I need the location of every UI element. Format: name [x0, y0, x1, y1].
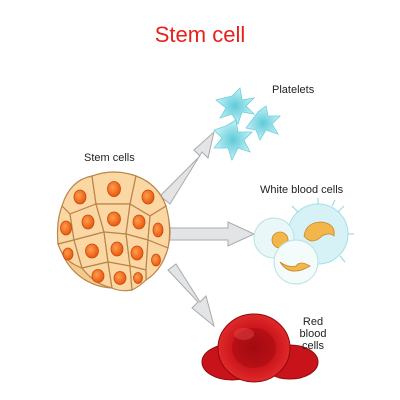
- arrow-to-red-blood-cells: [167, 263, 215, 328]
- red-blood-cells-label-line1: Red: [302, 316, 324, 328]
- arrow-to-white-blood-cells: [165, 221, 256, 247]
- red-blood-cells-label-line3: cells: [301, 340, 324, 352]
- red-blood-cells-label: Red blood cells: [290, 316, 336, 352]
- diagram-title: Stem cell: [154, 22, 246, 47]
- platelets-illustration: [213, 87, 281, 162]
- stem-cells-label: Stem cells: [84, 152, 135, 164]
- white-blood-cells-label: White blood cells: [260, 184, 344, 196]
- white-blood-cells-illustration: [253, 198, 354, 285]
- stem-cell-nuclei: [60, 181, 164, 285]
- red-blood-cells-label-line2: blood: [299, 328, 327, 340]
- arrow-to-platelets: [159, 130, 215, 205]
- platelets-label: Platelets: [272, 84, 315, 96]
- red-blood-cells-illustration: [201, 313, 319, 383]
